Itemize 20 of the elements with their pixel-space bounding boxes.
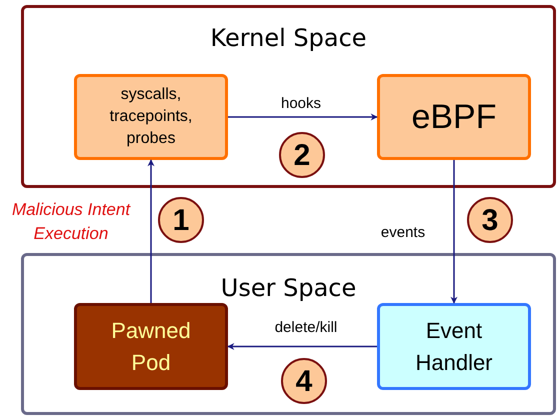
box-text: eBPF xyxy=(411,96,497,138)
arrow xyxy=(148,159,154,303)
box-text: 2 xyxy=(294,138,310,174)
arrow xyxy=(227,343,377,350)
box-text: Pawned Pod xyxy=(110,316,192,376)
box-text: Event Handler xyxy=(414,316,494,376)
box-text: syscalls, tracepoints, probes xyxy=(108,85,194,149)
box-text: 4 xyxy=(296,364,312,400)
panel-title: User Space xyxy=(220,273,358,304)
box-text: 3 xyxy=(482,202,498,238)
process-box xyxy=(377,303,531,390)
arrow xyxy=(228,114,378,120)
arrow xyxy=(450,160,458,304)
kernel-space-panel xyxy=(21,5,556,188)
box-text: 1 xyxy=(172,202,190,238)
process-box xyxy=(74,303,228,390)
panel-title: Kernel Space xyxy=(209,23,368,54)
user-space-panel xyxy=(21,253,556,415)
process-box xyxy=(74,74,228,160)
process-box xyxy=(377,74,531,160)
